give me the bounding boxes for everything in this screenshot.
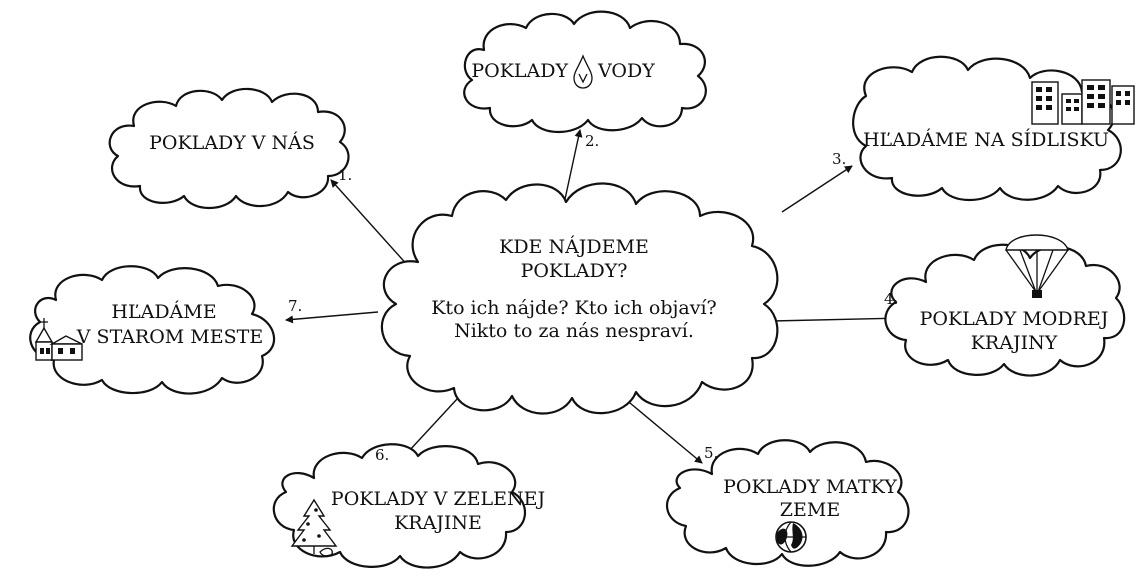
node-3: 3. HĽADÁME NA SÍDLISKU: [832, 128, 1109, 168]
node-5: 5. POKLADY MATKY ZEME: [704, 444, 897, 521]
water-drop-icon: [573, 54, 593, 89]
parachute-icon: [1005, 234, 1069, 298]
cloud-node-5: [665, 439, 910, 567]
node-7-number: 7.: [288, 297, 302, 315]
church-icon: [34, 318, 83, 361]
node-7: 7. HĽADÁME V STAROM MESTE: [76, 297, 303, 348]
cloud-center: [380, 182, 779, 415]
node-4-number: 4.: [884, 290, 898, 308]
center-text-line1: Kto ich nájde? Kto ich objaví?: [431, 297, 717, 319]
node-3-number: 3.: [832, 150, 846, 168]
central-topic: KDE NÁJDEME POKLADY? Kto ich nájde? Kto …: [431, 235, 717, 342]
node-7-label-line1: HĽADÁME: [111, 300, 216, 323]
node-1-label: POKLADY V NÁS: [149, 131, 315, 154]
cloud-node-2: [463, 10, 707, 133]
node-6: 6. POKLADY V ZELENEJ KRAJINE: [331, 446, 545, 534]
globe-icon: [775, 521, 807, 553]
apartment-blocks-icon: [1031, 79, 1135, 125]
node-2-label-left: POKLADY: [471, 60, 568, 82]
node-6-label-line2: KRAJINE: [394, 512, 482, 534]
node-1-number: 1.: [338, 166, 352, 184]
node-4: 4. POKLADY MODREJ KRAJINY: [884, 290, 1108, 354]
node-5-label-line2: ZEME: [780, 499, 840, 521]
node-4-label-line2: KRAJINY: [971, 332, 1058, 354]
arrow-to-node-7: [285, 311, 379, 324]
tree-icon: [290, 498, 338, 557]
cloud-node-1: [108, 87, 350, 209]
center-title-line2: POKLADY?: [521, 260, 628, 282]
node-2-label-right: VODY: [597, 60, 655, 82]
arrow-to-node-4: [771, 314, 903, 323]
center-text-line2: Nikto to za nás nespraví.: [454, 320, 694, 342]
node-5-label-line1: POKLADY MATKY: [723, 476, 897, 498]
node-2: 2. POKLADY VODY: [471, 60, 655, 150]
center-title-line1: KDE NÁJDEME: [499, 235, 649, 258]
node-2-number: 2.: [585, 132, 599, 150]
node-4-label-line1: POKLADY MODREJ: [920, 308, 1109, 330]
node-6-label-line1: POKLADY V ZELENEJ: [331, 488, 545, 510]
node-5-number: 5.: [704, 444, 718, 462]
node-3-label: HĽADÁME NA SÍDLISKU: [863, 128, 1109, 151]
arrow-to-node-3: [781, 165, 853, 213]
node-1: 1. POKLADY V NÁS: [149, 131, 352, 184]
arrow-to-node-1: [330, 179, 411, 269]
cloud-node-6: [272, 443, 527, 569]
node-7-label-line2: V STAROM MESTE: [76, 326, 263, 348]
node-6-number: 6.: [375, 446, 389, 464]
